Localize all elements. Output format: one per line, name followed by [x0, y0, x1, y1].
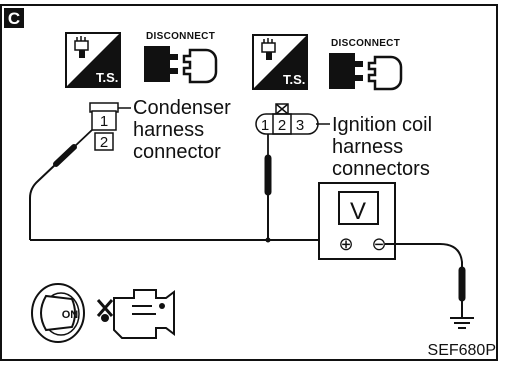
pin-number: 1: [100, 113, 108, 130]
wire-junction: [265, 237, 271, 243]
engine-icon: [96, 289, 175, 339]
ignition-connector: 1 2 3: [255, 103, 330, 135]
condenser-label-line: harness: [133, 119, 204, 141]
ignition-label-line: Ignition coil: [332, 114, 432, 136]
disconnect-label: DISCONNECT: [331, 38, 400, 49]
ts-icon: T.S.: [252, 34, 308, 90]
pin-number: 1: [261, 117, 269, 134]
switch-position-label: ON: [62, 309, 79, 321]
figure-frame: [0, 4, 498, 361]
condenser-label-line: connector: [133, 141, 221, 163]
figure-code: SEF680P: [428, 342, 496, 359]
section-marker: C: [4, 8, 24, 28]
ignition-key-icon: ON: [31, 283, 85, 343]
test-probe: [29, 129, 93, 240]
section-letter: C: [8, 9, 20, 28]
ground-lead: [385, 243, 466, 318]
disconnect-icon: [144, 46, 218, 84]
ts-label: T.S.: [283, 72, 305, 87]
ignition-label-line: connectors: [332, 158, 430, 180]
disconnect-label: DISCONNECT: [146, 31, 215, 42]
voltmeter: V ⊕ ⊖: [318, 182, 396, 260]
voltmeter-symbol: V: [350, 198, 366, 225]
pin-number: 2: [278, 117, 286, 134]
pin-number: 3: [296, 117, 304, 134]
condenser-connector: 1 2: [89, 102, 131, 151]
ground-symbol: [450, 317, 474, 329]
ts-icon: T.S.: [65, 32, 121, 88]
disconnect-icon: [329, 53, 403, 91]
negative-terminal: ⊖: [371, 234, 386, 254]
positive-terminal: ⊕: [338, 234, 353, 254]
condenser-label-line: Condenser: [133, 97, 231, 119]
ignition-label-line: harness: [332, 136, 403, 158]
ts-label: T.S.: [96, 70, 118, 85]
pin-number: 2: [100, 134, 108, 151]
